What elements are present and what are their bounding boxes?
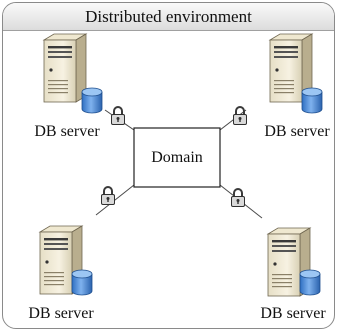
padlock-icon (110, 106, 126, 126)
server-node-bottom-right: DB server (260, 227, 326, 322)
diagram-title: Distributed environment (3, 3, 334, 31)
padlock-icon (100, 186, 116, 206)
domain-label: Domain (151, 149, 203, 166)
server-node-top-right: DB server (264, 33, 330, 140)
database-cylinder-icon (299, 269, 321, 296)
domain-node: Domain (133, 127, 221, 188)
server-node-top-left: DB server (34, 33, 103, 140)
server-label: DB server (34, 123, 100, 140)
server-label: DB server (260, 305, 326, 322)
padlock-icon (232, 106, 248, 126)
server-label: DB server (28, 305, 94, 322)
padlock-icon (230, 188, 246, 208)
server-tower-icon (43, 33, 87, 103)
database-cylinder-icon (71, 269, 93, 296)
server-label: DB server (264, 123, 330, 140)
server-node-bottom-left: DB server (28, 225, 94, 322)
database-cylinder-icon (81, 87, 103, 114)
database-cylinder-icon (301, 87, 323, 114)
